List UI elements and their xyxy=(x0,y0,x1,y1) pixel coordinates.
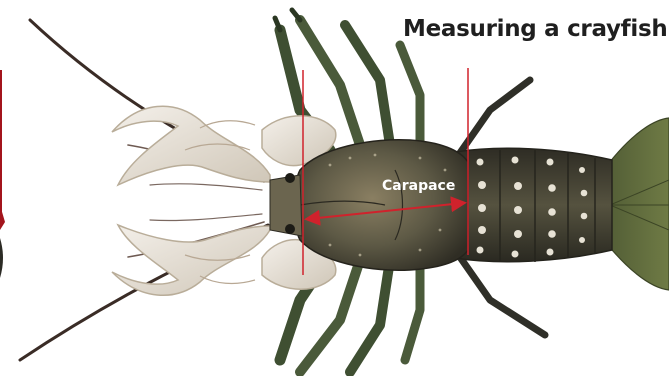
left-edge-fragment xyxy=(0,70,5,278)
diagram-title: Measuring a crayfish xyxy=(403,16,667,42)
carapace-label: Carapace xyxy=(382,178,455,194)
antennae xyxy=(20,20,268,360)
abdomen xyxy=(455,148,612,262)
